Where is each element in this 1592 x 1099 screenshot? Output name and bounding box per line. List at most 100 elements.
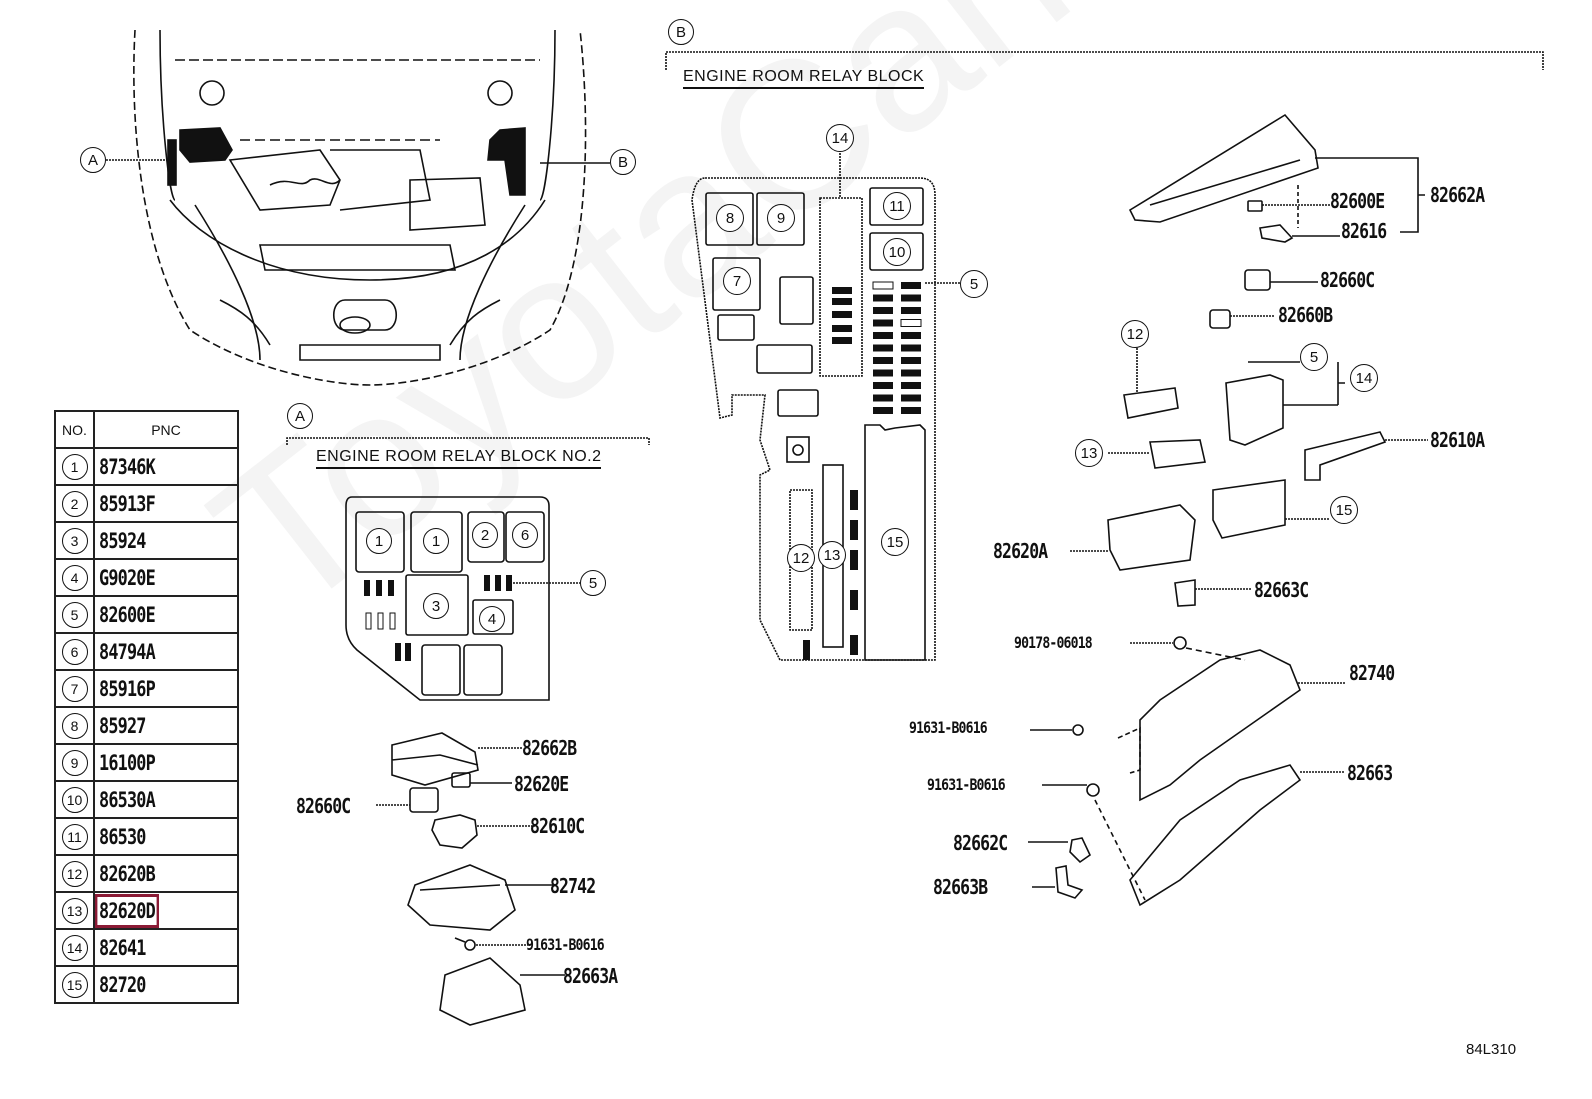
pnc-cell[interactable]: 16100P (93, 743, 239, 782)
part-label-82660b[interactable]: 82660B (1278, 303, 1333, 327)
layout-callout-6[interactable]: 6 (512, 522, 538, 548)
pnc-cell[interactable]: 86530 (93, 817, 239, 856)
part-label-82610c[interactable]: 82610C (530, 814, 585, 838)
part-label-82663a[interactable]: 82663A (563, 964, 618, 988)
layout-callout-1b[interactable]: 1 (423, 528, 449, 554)
layout-callout-8[interactable]: 8 (716, 204, 744, 232)
pnc-cell[interactable]: G9020E (93, 558, 239, 597)
callout-b-overview[interactable]: B (610, 149, 636, 175)
pnc-code[interactable]: 86530 (99, 824, 146, 849)
layout-callout-9[interactable]: 9 (767, 204, 795, 232)
layout-callout-11[interactable]: 11 (883, 192, 911, 220)
part-label-91631-b0616-a[interactable]: 91631-B0616 (526, 935, 605, 954)
pnc-code[interactable]: 16100P (99, 750, 156, 775)
layout-callout-13[interactable]: 13 (818, 541, 846, 569)
part-label-91631-b0616-b2[interactable]: 91631-B0616 (927, 775, 1006, 794)
pnc-code[interactable]: 85916P (99, 676, 156, 701)
pnc-cell[interactable]: 84794A (93, 632, 239, 671)
pnc-cell[interactable]: 86530A (93, 780, 239, 819)
pnc-code[interactable]: 87346K (99, 454, 156, 479)
part-label-82616[interactable]: 82616 (1341, 219, 1387, 243)
layout-callout-10[interactable]: 10 (883, 238, 911, 266)
pnc-code[interactable]: 85913F (99, 491, 156, 516)
pnc-cell[interactable]: 82620B (93, 854, 239, 893)
table-row[interactable]: 6 84794A (54, 632, 239, 671)
pnc-code[interactable]: 82641 (99, 935, 146, 960)
layout-callout-5[interactable]: 5 (580, 570, 606, 596)
part-label-82742[interactable]: 82742 (550, 874, 596, 898)
pnc-cell[interactable]: 85913F (93, 484, 239, 523)
fuse-slot (901, 294, 921, 302)
part-label-82620a[interactable]: 82620A (993, 539, 1048, 563)
part-label-82600e[interactable]: 82600E (1330, 189, 1385, 213)
layout-callout-14[interactable]: 14 (826, 124, 854, 152)
layout-callout-7[interactable]: 7 (723, 267, 751, 295)
exploded-callout-13[interactable]: 13 (1075, 439, 1103, 467)
part-label-82662b[interactable]: 82662B (522, 736, 577, 760)
pnc-cell[interactable]: 87346K (93, 447, 239, 486)
pnc-code[interactable]: 84794A (99, 639, 156, 664)
exploded-callout-12[interactable]: 12 (1121, 320, 1149, 348)
exploded-callout-5[interactable]: 5 (1300, 343, 1328, 371)
callout-a-overview[interactable]: A (80, 147, 106, 173)
fuse-slot (901, 369, 921, 377)
layout-callout-5-b[interactable]: 5 (960, 270, 988, 298)
fuse-slot (873, 294, 893, 302)
pnc-cell[interactable]: 85927 (93, 706, 239, 745)
part-label-82663b[interactable]: 82663B (933, 875, 988, 899)
layout-callout-15[interactable]: 15 (881, 528, 909, 556)
fuse-slot (832, 337, 852, 344)
pnc-code[interactable]: 85927 (99, 713, 146, 738)
section-a-title: ENGINE ROOM RELAY BLOCK NO.2 (316, 448, 602, 469)
part-label-82662a[interactable]: 82662A (1430, 183, 1485, 207)
part-label-91631-b0616-b1[interactable]: 91631-B0616 (909, 718, 988, 737)
layout-callout-1a[interactable]: 1 (366, 528, 392, 554)
fuse-slot (901, 357, 921, 364)
exploded-callout-15[interactable]: 15 (1330, 496, 1358, 524)
pnc-code[interactable]: 86530A (99, 787, 156, 812)
part-label-82663[interactable]: 82663 (1347, 761, 1393, 785)
part-label-82660c-a[interactable]: 82660C (296, 794, 351, 818)
pnc-cell[interactable]: 82641 (93, 928, 239, 967)
layout-callout-2[interactable]: 2 (472, 522, 498, 548)
pnc-code[interactable]: 82620B (99, 861, 156, 886)
pnc-cell[interactable]: 85916P (93, 669, 239, 708)
layout-callout-3[interactable]: 3 (423, 593, 449, 619)
pnc-cell[interactable]: 85924 (93, 521, 239, 560)
pnc-code[interactable]: G9020E (99, 565, 156, 590)
row-number-cell: 9 (54, 743, 95, 782)
pnc-code[interactable]: 85924 (99, 528, 146, 553)
pnc-cell[interactable]: 82720 (93, 965, 239, 1004)
pnc-code[interactable]: 82600E (99, 602, 156, 627)
layout-callout-4[interactable]: 4 (479, 606, 505, 632)
pnc-cell[interactable]: 82600E (93, 595, 239, 634)
pnc-code[interactable]: 82720 (99, 972, 146, 997)
part-label-82663c[interactable]: 82663C (1254, 578, 1309, 602)
part-label-82662c[interactable]: 82662C (953, 831, 1008, 855)
part-label-90178-06018[interactable]: 90178-06018 (1014, 633, 1093, 652)
pnc-cell[interactable]: 82620D (93, 891, 239, 930)
pnc-code-highlighted[interactable]: 82620D (95, 893, 159, 928)
row-number-circle: 6 (61, 638, 88, 665)
part-label-82610a[interactable]: 82610A (1430, 428, 1485, 452)
fuse-slot (900, 319, 922, 327)
part-label-82620e[interactable]: 82620E (514, 772, 569, 796)
part-label-82740[interactable]: 82740 (1349, 661, 1395, 685)
part-label-82660c-b[interactable]: 82660C (1320, 268, 1375, 292)
exploded-callout-14[interactable]: 14 (1350, 364, 1378, 392)
layout-callout-12[interactable]: 12 (787, 544, 815, 572)
